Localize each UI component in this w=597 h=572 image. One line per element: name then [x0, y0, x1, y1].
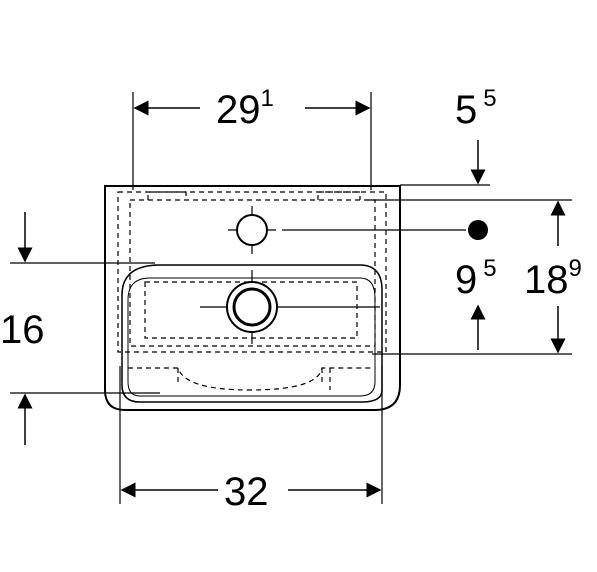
bowl-rim — [121, 264, 383, 403]
hidden-top-notch — [147, 191, 361, 200]
dim-label-side-height: 16 — [0, 308, 45, 352]
hidden-waste-base — [177, 368, 331, 390]
tap-centerline — [228, 206, 276, 254]
dim-label-overflow-to-waste: 189 — [524, 255, 582, 302]
basin-outline — [104, 185, 401, 411]
dimension-arrows — [17, 100, 566, 498]
overflow-marker — [468, 220, 488, 240]
hidden-inner-rect — [129, 199, 376, 347]
extension-lines — [10, 92, 572, 504]
hidden-waste-bowl — [128, 367, 372, 391]
dim-label-bottom-width: 32 — [224, 470, 269, 514]
waste-hole-inner — [232, 287, 272, 327]
bowl-inner — [127, 277, 376, 397]
center-lines — [200, 206, 466, 344]
dim-label-top-width: 291 — [216, 85, 274, 132]
waste-centerline — [200, 270, 380, 344]
basin-outer-edge — [104, 185, 401, 411]
hidden-waste-channel — [144, 281, 358, 339]
hidden-outer-rect — [117, 191, 387, 353]
hidden-lines — [117, 191, 387, 391]
tap-hole — [236, 214, 268, 246]
